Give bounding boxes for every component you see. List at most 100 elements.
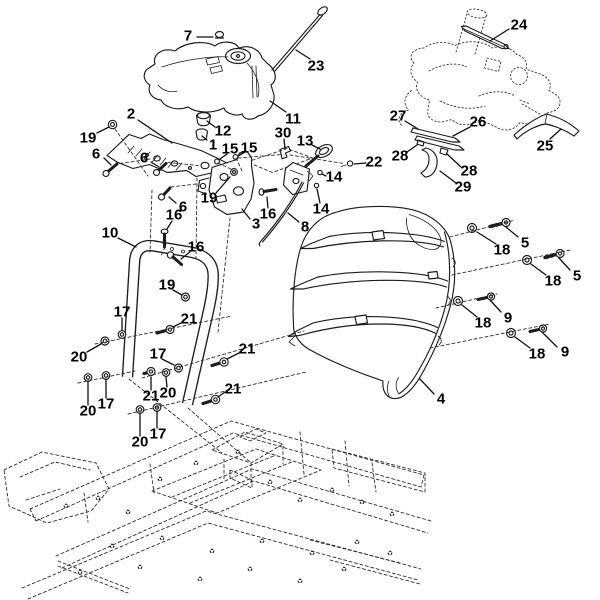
callout-label-10: 10 [102,225,119,242]
callout-leader-21 [217,391,226,398]
callout-leader-27 [404,120,419,130]
callout-label-28: 28 [392,148,409,165]
callout-label-19: 19 [80,130,97,147]
callout-label-16: 16 [166,207,183,224]
clip-28a [416,139,425,147]
callout-leader-21 [226,352,240,360]
callout-label-2: 2 [127,106,135,123]
callout-label-6: 6 [92,146,100,163]
callout-label-6: 6 [140,150,148,167]
callout-label-15: 15 [241,140,258,157]
construction-lines [77,128,571,463]
callout-leader-28 [406,144,418,153]
callout-label-18: 18 [475,315,492,332]
callout-label-1: 1 [209,137,217,154]
bolt-part-21 [210,357,229,368]
callout-label-27: 27 [390,108,407,125]
callout-leader-19 [96,126,110,134]
callout-label-5: 5 [521,235,529,252]
washer-part-18 [505,327,517,339]
rod-part-8 [258,181,305,247]
callout-leader-9 [541,331,558,348]
callout-label-12: 12 [215,123,232,140]
mounting-bracket-part-3 [197,148,313,216]
callout-leader-6 [103,157,112,166]
callout-label-14: 14 [313,201,330,218]
screw-part-9 [528,324,548,333]
callout-leader-3 [241,208,251,220]
callout-label-24: 24 [511,17,528,34]
washer-part-18 [452,295,464,307]
bracket-29 [420,147,438,178]
callout-label-29: 29 [455,179,472,196]
cover-panel-part-4 [287,205,456,400]
cap-part-7 [214,30,225,39]
nut-part-19a [107,119,118,130]
throttle-lever-parts [258,143,354,247]
callout-leader-25 [549,128,562,140]
clip-part-30 [279,145,292,160]
callout-label-17: 17 [114,304,131,321]
callout-leader-1 [201,135,208,141]
callout-label-16: 16 [188,239,205,256]
callout-label-19: 19 [201,190,218,207]
callout-leader-24 [489,28,510,42]
callout-label-30: 30 [275,125,292,142]
callout-label-18: 18 [545,273,562,290]
callout-label-20: 20 [71,349,88,366]
washer-part-18 [521,254,533,266]
callout-leader-18 [530,263,547,276]
callout-leader-30 [283,138,286,150]
callout-label-20: 20 [160,385,177,402]
ghost-chassis-frame [3,420,432,600]
callout-leader-16 [166,220,173,230]
callout-label-4: 4 [437,391,446,408]
callout-leader-20 [165,376,168,388]
callout-label-25: 25 [537,138,554,155]
bolt-part-16 [166,251,183,266]
callout-leader-14 [321,173,327,177]
callout-leader-5 [558,257,571,271]
callout-leader-22 [353,162,367,165]
washer-part-17 [117,330,127,339]
screw-part-22 [346,160,354,167]
callout-label-17: 17 [150,426,167,443]
callout-label-9: 9 [504,310,512,327]
callout-label-14: 14 [326,169,343,186]
callout-leader-6 [150,161,160,168]
fuel-tank-parts [143,6,328,120]
callout-leader-9 [489,299,502,313]
callout-label-19: 19 [159,277,176,294]
bolt-part-21 [142,366,156,377]
callout-label-18: 18 [494,242,511,259]
callout-label-11: 11 [285,111,301,128]
callout-leader-17 [161,358,175,366]
callout-label-17: 17 [98,396,115,413]
nut-part-19c [180,292,191,302]
bolt-part-5 [488,217,511,229]
callout-leader-6 [168,196,177,204]
bracket-plate-parts [106,111,292,182]
callout-leader-8 [287,212,300,223]
callout-leader-14 [316,188,321,204]
nut-part-20 [135,405,145,414]
callout-leader-18 [476,231,497,245]
callout-label-8: 8 [301,219,309,236]
bolt-part-16 [258,188,278,196]
callout-leader-5 [505,226,519,238]
callout-leader-16 [180,251,191,260]
callout-label-28: 28 [461,163,478,180]
washer-part-17 [101,371,111,380]
callout-leader-15 [219,153,228,160]
callout-label-21: 21 [225,381,242,398]
callout-leader-18 [461,304,478,318]
callout-label-6: 6 [179,199,187,216]
callout-leader-21 [172,322,182,328]
callout-leader-26 [452,126,471,137]
bolt-part-6 [152,162,168,177]
washer-part-17 [173,363,184,373]
ghost-engine-assembly [398,8,561,131]
callout-leader-28 [446,153,462,168]
callout-label-22: 22 [366,154,383,171]
callout-label-21: 21 [239,341,256,358]
